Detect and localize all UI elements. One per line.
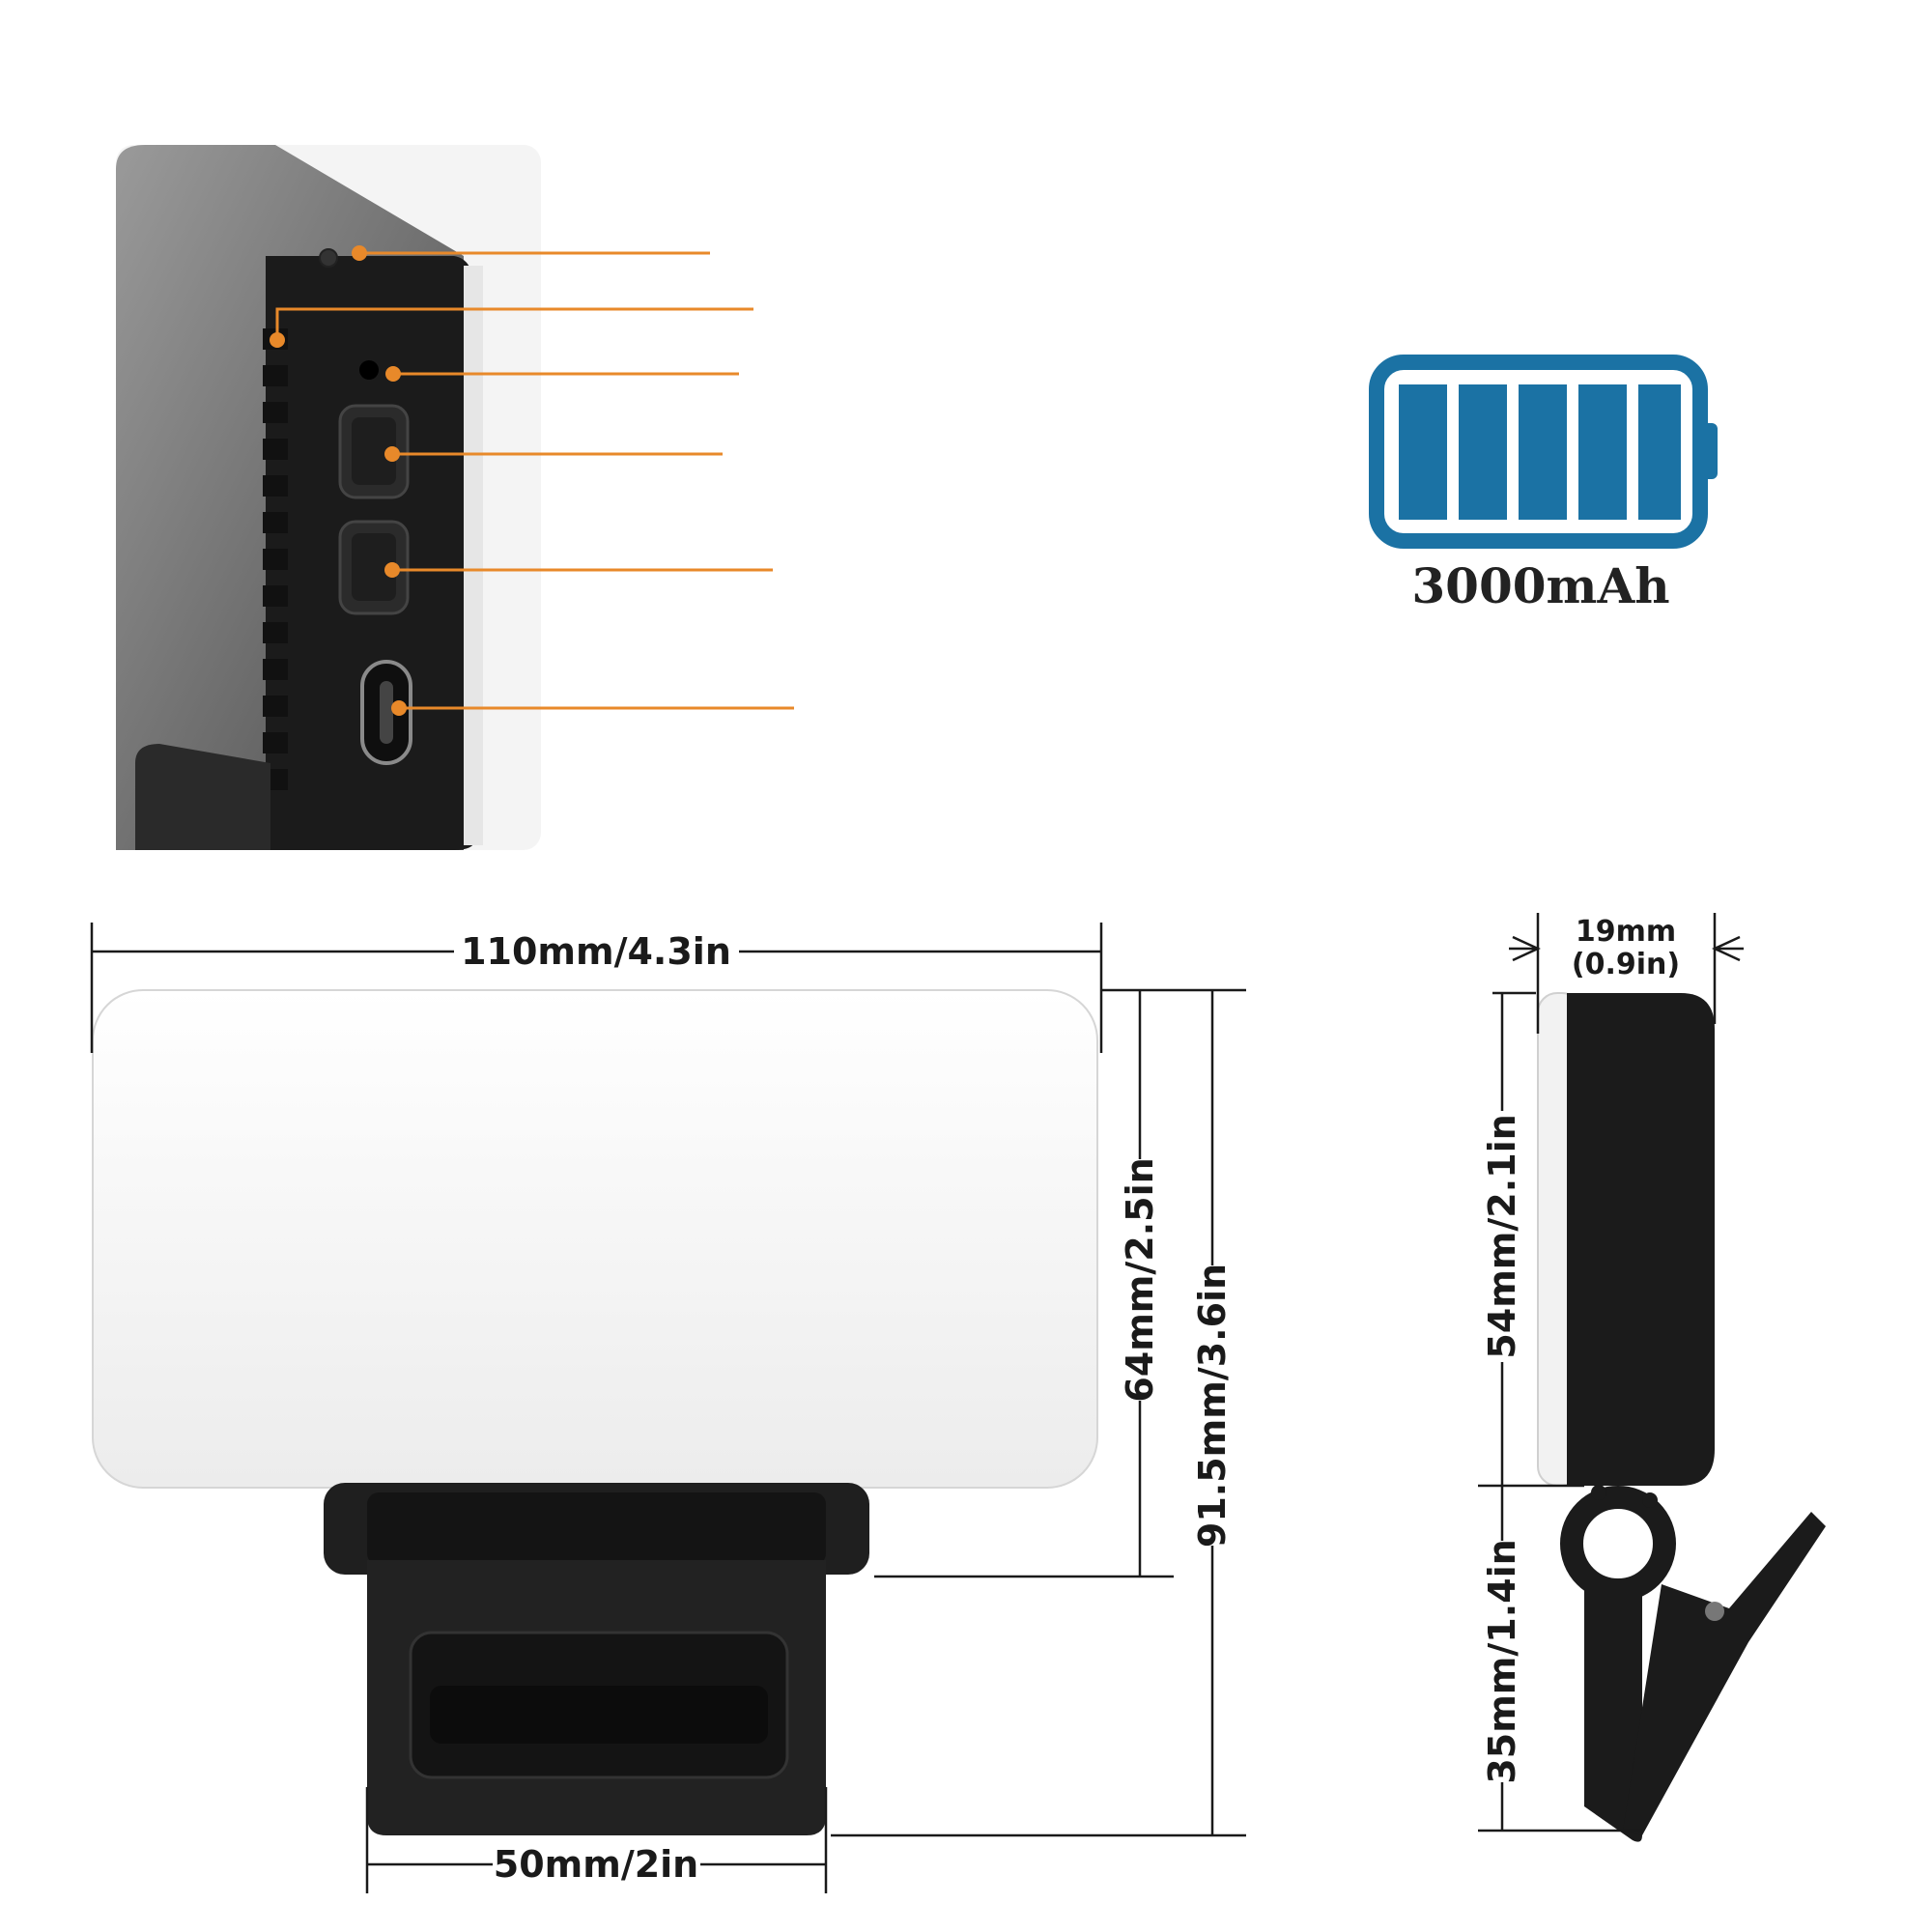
side-clip-jaw-back xyxy=(1584,1584,1642,1842)
device-front-edge xyxy=(464,266,483,845)
dimension-clip-width xyxy=(365,1787,828,1893)
callout-lines xyxy=(270,245,794,716)
power-button-icon xyxy=(319,248,338,268)
dimension-head-height-label: 64mm/2.5in xyxy=(1119,1157,1161,1402)
dimension-depth-in-label: (0.9in) xyxy=(1572,948,1680,981)
side-clip-jaw-front xyxy=(1623,1512,1826,1835)
dimension-depth-mm-label: 19mm xyxy=(1576,915,1676,949)
battery-icon xyxy=(1369,355,1718,549)
side-ring xyxy=(1560,1486,1676,1602)
dimension-head-height xyxy=(874,988,1246,1578)
side-body xyxy=(1567,993,1715,1486)
dimension-width-label: 110mm/4.3in xyxy=(461,930,731,973)
light-panel xyxy=(92,989,1098,1489)
dimension-side-clip xyxy=(1478,1486,1642,1833)
indicator-led-icon xyxy=(359,360,379,380)
device-closeup xyxy=(116,145,794,850)
dimension-depth xyxy=(1509,913,1744,1034)
dimension-total-height xyxy=(831,990,1246,1837)
clip-base-hint xyxy=(135,744,270,850)
dimension-side-head xyxy=(1478,991,1584,1488)
dimension-width-total xyxy=(90,923,1103,1053)
dimension-side-clip-label: 35mm/1.4in xyxy=(1481,1539,1523,1783)
battery-capacity-label: 3000mAh xyxy=(1411,557,1669,614)
dimension-side-head-label: 54mm/2.1in xyxy=(1481,1114,1523,1358)
side-view xyxy=(1537,992,1826,1842)
front-view xyxy=(92,989,1098,1835)
dimension-clip-width-label: 50mm/2in xyxy=(494,1843,698,1886)
dimension-total-height-label: 91.5mm/3.6in xyxy=(1191,1264,1234,1548)
